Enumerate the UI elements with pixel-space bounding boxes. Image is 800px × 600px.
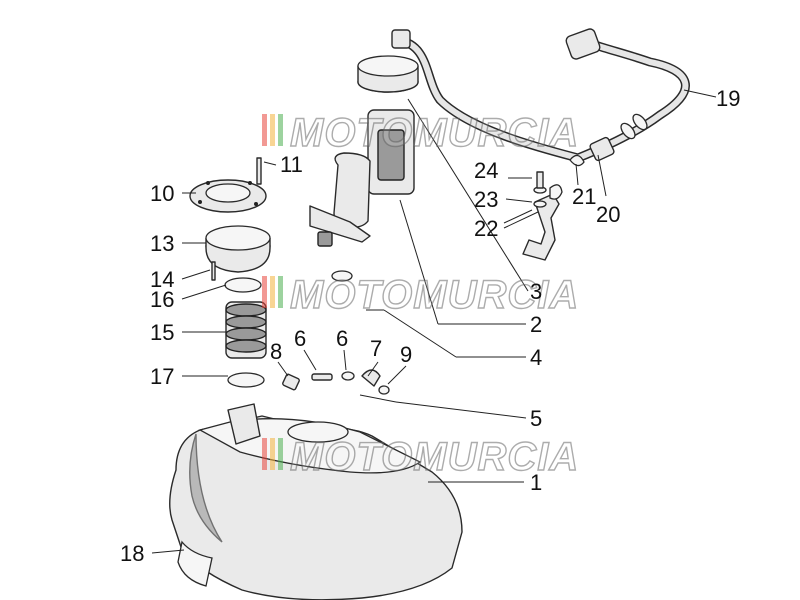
watermark-text: MOTOMURCIA bbox=[290, 111, 579, 155]
callout-24: 24 bbox=[474, 158, 498, 183]
callout-3: 3 bbox=[530, 279, 542, 304]
fuel-tank-part bbox=[169, 403, 463, 600]
callout-10: 10 bbox=[150, 181, 174, 206]
callout-13: 13 bbox=[150, 231, 174, 256]
callout-6-left: 6 bbox=[294, 326, 306, 351]
watermark-bottom: MOTOMURCIA bbox=[262, 434, 579, 480]
callout-11: 11 bbox=[280, 152, 303, 177]
callout-6-right: 6 bbox=[336, 326, 348, 351]
bracket-part bbox=[522, 171, 563, 261]
callout-7: 7 bbox=[370, 336, 382, 361]
hose-clip-part bbox=[569, 136, 615, 167]
callout-9: 9 bbox=[400, 342, 412, 367]
callout-23: 23 bbox=[474, 187, 498, 212]
watermark-middle: MOTOMURCIA bbox=[262, 272, 579, 318]
screw-14-part bbox=[211, 261, 216, 281]
callout-19: 19 bbox=[716, 86, 740, 111]
fuel-pump-part bbox=[309, 109, 415, 282]
callout-5: 5 bbox=[530, 406, 542, 431]
fuel-cap-part bbox=[357, 55, 419, 93]
callout-14: 14 bbox=[150, 267, 174, 292]
callout-2: 2 bbox=[530, 312, 542, 337]
watermark-text: MOTOMURCIA bbox=[290, 273, 579, 317]
filler-bellows-part bbox=[225, 301, 267, 359]
callout-20: 20 bbox=[596, 202, 620, 227]
callout-15: 15 bbox=[150, 320, 174, 345]
callout-labels: 19 20 21 22 23 24 3 2 4 5 1 10 11 13 14 … bbox=[120, 86, 740, 566]
callout-18: 18 bbox=[120, 541, 144, 566]
filler-collar-part bbox=[205, 225, 271, 273]
callout-8: 8 bbox=[270, 339, 282, 364]
small-fittings-part bbox=[282, 369, 390, 395]
callout-21: 21 bbox=[572, 184, 596, 209]
watermark-text: MOTOMURCIA bbox=[290, 435, 579, 479]
callout-22: 22 bbox=[474, 216, 498, 241]
mounting-flange-part bbox=[189, 179, 267, 213]
screw-11-part bbox=[256, 157, 262, 185]
ring-16-part bbox=[224, 277, 262, 293]
leader-lines bbox=[151, 89, 717, 554]
watermark-top: MOTOMURCIA bbox=[262, 110, 579, 156]
callout-1: 1 bbox=[530, 470, 542, 495]
callout-16: 16 bbox=[150, 287, 174, 312]
callout-4: 4 bbox=[530, 345, 542, 370]
ring-17-part bbox=[227, 372, 265, 388]
callout-17: 17 bbox=[150, 364, 174, 389]
